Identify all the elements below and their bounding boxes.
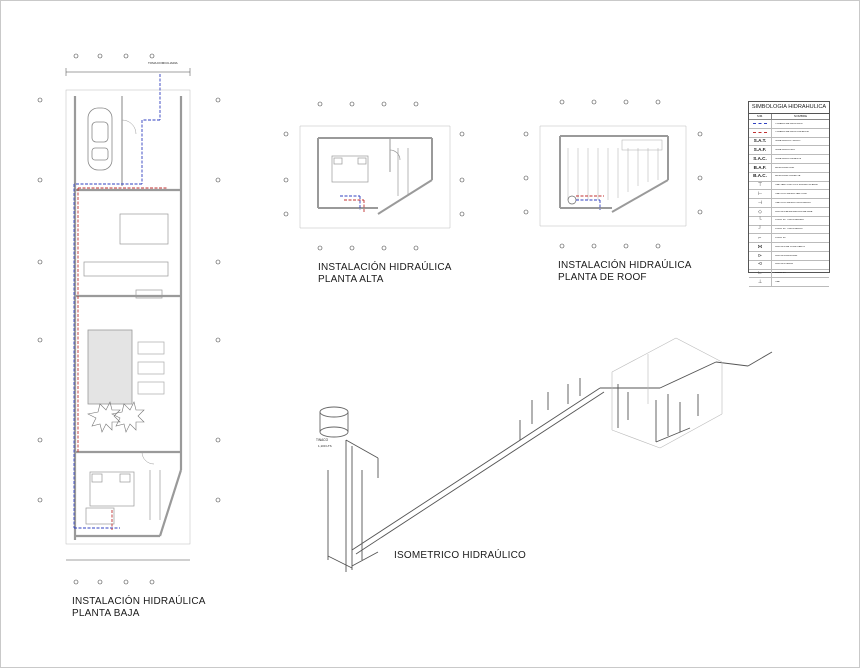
legend-symbol: ◇	[749, 207, 772, 216]
legend-name: TEE	[775, 280, 780, 283]
legend-row: B.A.F.BAJA AGUA FRIA	[749, 163, 829, 173]
title-planta-baja-line1: INSTALACIÓN HIDRAÚLICA	[72, 596, 206, 607]
legend-name: TEE VERTICAL CON SALIDA LATERAL	[775, 184, 818, 187]
title-isometrico-line1: ISOMETRICO HIDRAÚLICO	[394, 550, 526, 561]
simbologia-legend: SIMBOLOGIA HIDRAHULICA SIM. NOMBRE TUBER…	[748, 101, 830, 288]
planta-baja-plan	[37, 53, 221, 585]
legend-row: ⊳VALVULA ANGULAR	[749, 251, 829, 261]
title-isometrico: ISOMETRICO HIDRAÚLICO	[394, 550, 526, 562]
legend-header-name: NOMBRE	[793, 114, 808, 118]
legend-row: ⊢TEE CON SALIDA VERTICAL	[749, 190, 829, 200]
legend-name: VALVULA ANGULAR	[775, 254, 798, 257]
legend-row: ┘CODO 90° HACIA ABAJO	[749, 225, 829, 235]
legend-row: ⌐CODO 90°	[749, 234, 829, 244]
legend-symbol: ⊤	[749, 181, 772, 190]
legend-symbol: ┘	[749, 225, 772, 234]
legend-symbol: B.A.C.	[749, 172, 772, 181]
legend-name: TUBERIA DE AGUA FRIA	[775, 122, 803, 125]
legend-name: CODO 90° HACIA ABAJO	[775, 228, 803, 231]
title-planta-alta: INSTALACIÓN HIDRAÚLICA PLANTA ALTA	[318, 262, 452, 286]
legend-title: SIMBOLOGIA HIDRAHULICA	[749, 102, 829, 114]
title-planta-roof: INSTALACIÓN HIDRAÚLICA PLANTA DE ROOF	[558, 260, 692, 284]
title-planta-baja-line2: PLANTA BAJA	[72, 608, 140, 619]
legend-symbol: ⋈	[749, 243, 772, 251]
legend-name: TUBERIA DE AGUA CALIENTE	[775, 131, 809, 134]
legend-symbol: S.A.T.	[749, 137, 772, 146]
legend-row: S.A.F.SUBE AGUA FRIA	[749, 146, 829, 156]
legend-name: VALVULA ELIMINADORA DE AIRE	[775, 210, 813, 213]
legend-symbol: ⊥	[749, 278, 772, 287]
planta-roof-plan	[523, 99, 703, 249]
toma-domiciliaria-label: TOMA DOMICILIARIA	[148, 61, 178, 65]
legend-name: TEE CON SALIDA HACIA ABAJO	[775, 201, 811, 204]
legend-name: SUBE AGUA CALIENTE	[775, 157, 802, 160]
title-planta-baja: INSTALACIÓN HIDRAÚLICA PLANTA BAJA	[72, 596, 206, 620]
tinaco-capacity-label: 1,100 LTS	[318, 444, 332, 448]
legend-row: ∟CODO 45°	[749, 269, 829, 279]
legend-row: S.A.C.SUBE AGUA CALIENTE	[749, 155, 829, 164]
legend-symbol: ⊢	[749, 190, 772, 199]
legend-row: B.A.C.BAJA AGUA CALIENTE	[749, 172, 829, 182]
legend-row: TUBERIA DE AGUA FRIA	[749, 120, 829, 129]
legend-symbol: ⊲	[749, 260, 772, 269]
legend-name: CODO 90°	[775, 236, 787, 239]
legend-name: BAJA AGUA FRIA	[775, 166, 795, 169]
title-planta-alta-line1: INSTALACIÓN HIDRAÚLICA	[318, 262, 452, 273]
title-planta-alta-line2: PLANTA ALTA	[318, 274, 384, 285]
legend-symbol: ⊳	[749, 251, 772, 260]
legend-symbol: S.A.F.	[749, 146, 772, 155]
legend-name: SUBE AGUA A TINACO	[775, 140, 801, 143]
legend-row: TUBERIA DE AGUA CALIENTE	[749, 128, 829, 138]
legend-symbol	[749, 128, 772, 137]
legend-name: TEE CON SALIDA VERTICAL	[775, 192, 807, 195]
legend-name: VALVULA DE COMPUERTA	[775, 245, 805, 248]
legend-symbol: ⌐	[749, 234, 772, 243]
legend-symbol: └	[749, 216, 772, 225]
legend-rows: TUBERIA DE AGUA FRIA TUBERIA DE AGUA CALI…	[749, 120, 829, 288]
legend-row: ⊲VALVULA NARIZ	[749, 260, 829, 270]
isometrico-drawing	[319, 337, 773, 572]
legend-row: └CODO 90° HACIA ARRIBA	[749, 216, 829, 226]
legend-symbol: ∟	[749, 269, 772, 278]
legend-symbol	[749, 120, 772, 128]
planta-alta-plan	[283, 101, 465, 251]
legend-name: BAJA AGUA CALIENTE	[775, 175, 801, 178]
title-planta-roof-line1: INSTALACIÓN HIDRAÚLICA	[558, 260, 692, 271]
legend-name: SUBE AGUA FRIA	[775, 148, 795, 151]
legend-symbol: ⊣	[749, 199, 772, 207]
legend-row: ◇VALVULA ELIMINADORA DE AIRE	[749, 207, 829, 217]
legend-row: ⊥TEE	[749, 278, 829, 288]
title-planta-roof-line2: PLANTA DE ROOF	[558, 272, 647, 283]
legend-symbol: S.A.C.	[749, 155, 772, 163]
legend-header-symbol: SIM.	[749, 114, 772, 119]
legend-row: S.A.T.SUBE AGUA A TINACO	[749, 137, 829, 147]
legend-name: VALVULA NARIZ	[775, 263, 794, 266]
tinaco-label: TINACO	[316, 438, 329, 442]
legend-header: SIM. NOMBRE	[749, 114, 829, 120]
legend-name: CODO 45°	[775, 272, 787, 275]
legend-symbol: B.A.F.	[749, 163, 772, 172]
legend-row: ⊤TEE VERTICAL CON SALIDA LATERAL	[749, 181, 829, 191]
legend-row: ⊣TEE CON SALIDA HACIA ABAJO	[749, 199, 829, 208]
legend-row: ⋈VALVULA DE COMPUERTA	[749, 243, 829, 252]
legend-name: CODO 90° HACIA ARRIBA	[775, 219, 804, 222]
